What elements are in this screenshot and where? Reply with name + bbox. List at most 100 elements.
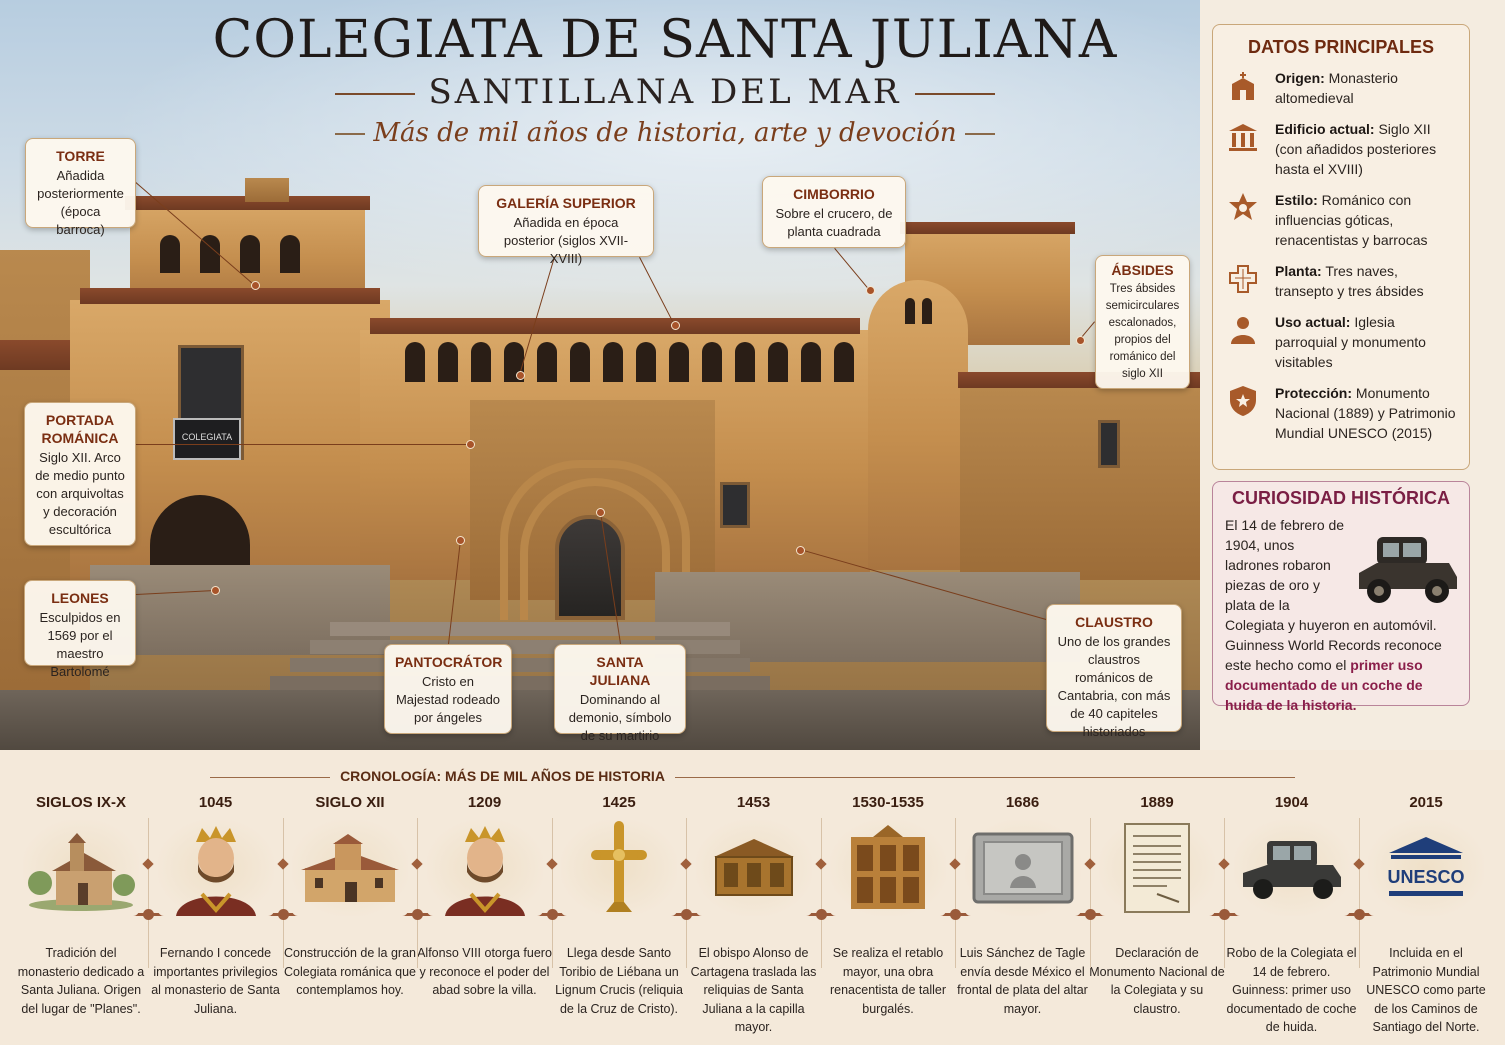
title-block: COLEGIATA DE SANTA JULIANA SANTILLANA DE… — [0, 10, 1200, 148]
timeline-year: SIGLO XII — [315, 794, 385, 811]
timeline-year: 1889 — [1140, 794, 1174, 811]
apse-window — [1098, 420, 1120, 468]
timeline-description: Tradición del monasterio dedicado a Sant… — [17, 946, 145, 1016]
callout-text: Añadida en época posterior (siglos XVII-… — [503, 215, 629, 266]
side-window — [720, 482, 750, 528]
dato-item: Protección: Monumento Nacional (1889) y … — [1225, 383, 1457, 443]
callout-text: Añadida posteriormente (época barroca) — [37, 168, 124, 237]
divider — [210, 776, 331, 778]
dato-label: Edificio actual: — [1275, 121, 1375, 137]
timeline-node — [412, 909, 424, 920]
tower-opening — [280, 235, 300, 273]
callout-text: Uno de los grandes claustros románicos d… — [1057, 634, 1171, 739]
timeline-year: 1686 — [1005, 794, 1040, 811]
dato-value: Monasterio altomedieval — [1275, 70, 1398, 106]
gallery-arch — [405, 342, 425, 382]
timeline-year: 1453 — [736, 794, 771, 811]
church-illustration — [292, 820, 408, 916]
document-icon — [1099, 820, 1215, 916]
timeline-description: El obispo Alonso de Cartagena traslada l… — [690, 946, 817, 1034]
timeline-heading: CRONOLOGÍA: MÁS DE MIL AÑOS DE HISTORIA — [0, 768, 1505, 784]
svg-text:UNESCO: UNESCO — [1387, 867, 1464, 887]
dato-item: Estilo: Románico con influencias góticas… — [1225, 190, 1457, 250]
timeline-description: Construcción de la gran Colegiata románi… — [283, 946, 417, 997]
round-tower-window — [922, 298, 932, 324]
callout-portada: PORTADA ROMÁNICA Siglo XII. Arco de medi… — [24, 402, 136, 546]
gallery-arch — [570, 342, 590, 382]
timeline: CRONOLOGÍA: MÁS DE MIL AÑOS DE HISTORIA … — [0, 750, 1505, 1045]
callout-title: TORRE — [56, 148, 105, 164]
dato-label: Planta: — [1275, 263, 1322, 279]
curiosidad-highlight: primer uso documentado de un coche de hu… — [1225, 657, 1423, 713]
timeline-item: 1453 El obispo Alonso de Cartagena trasla… — [686, 794, 822, 1037]
divider — [334, 93, 415, 95]
person-icon — [1225, 312, 1261, 348]
callout-text: Cristo en Majestad rodeado por ángeles — [395, 674, 501, 725]
dato-text: Edificio actual: Siglo XII (con añadidos… — [1275, 119, 1457, 179]
nave-roof — [370, 318, 860, 334]
dato-value: Monumento Nacional (1889) y Patrimonio M… — [1275, 385, 1456, 441]
timeline-node — [546, 909, 558, 920]
timeline-description: Robo de la Colegiata el 14 de febrero. G… — [1226, 946, 1357, 1034]
timeline-separator — [417, 818, 419, 968]
datos-principales-panel: DATOS PRINCIPALES Origen: Monasterio alt… — [1212, 24, 1470, 470]
timeline-node — [143, 909, 155, 920]
dato-value: Iglesia parroquial y monumento visitable… — [1275, 314, 1426, 370]
cross-icon — [561, 820, 677, 916]
apse-block — [960, 380, 1200, 580]
leader-dot — [466, 440, 475, 449]
callout-santa-juliana: SANTA JULIANA Dominando al demonio, símb… — [554, 644, 686, 743]
timeline-separator — [1089, 818, 1091, 968]
vintage-car-icon — [1359, 537, 1457, 603]
leader-dot — [796, 546, 805, 555]
columns-icon — [1225, 119, 1261, 155]
stair — [330, 622, 730, 636]
reliquary-icon — [695, 820, 812, 916]
timeline-year: 1209 — [467, 794, 502, 811]
timeline-node — [681, 909, 693, 920]
stair — [270, 676, 770, 690]
dato-text: Estilo: Románico con influencias góticas… — [1275, 190, 1457, 250]
timeline-node — [815, 909, 827, 920]
callout-claustro: CLAUSTRO Uno de los grandes claustros ro… — [1046, 604, 1182, 739]
dato-value: Tres naves, transepto y tres ábsides — [1275, 263, 1424, 299]
callout-pantocrator: PANTOCRÁTOR Cristo en Majestad rodeado p… — [384, 644, 512, 734]
timeline-heading-text: CRONOLOGÍA: MÁS DE MIL AÑOS DE HISTORIA — [340, 768, 665, 784]
gallery-arch — [438, 342, 458, 382]
divider — [674, 776, 1295, 778]
callout-title: PANTOCRÁTOR — [395, 654, 503, 670]
timeline-year: SIGLOS IX-X — [35, 794, 126, 811]
gallery-arch — [735, 342, 755, 382]
timeline-separator — [282, 818, 284, 968]
timeline-item: 1530-1535 Se realiza el retablo mayor, un… — [820, 794, 956, 1018]
callout-text: Tres ábsides semicirculares escalonados,… — [1105, 283, 1180, 380]
curiosidad-text: El 14 de febrero de 1904, unos ladrones … — [1225, 515, 1457, 715]
tagline-text: Más de mil años de historia, arte y devo… — [373, 118, 957, 148]
timeline-description: Se realiza el retablo mayor, una obra re… — [829, 946, 947, 1016]
dato-label: Uso actual: — [1275, 314, 1351, 330]
banner: COLEGIATA — [173, 418, 241, 460]
timeline-year: 1530-1535 — [852, 794, 924, 811]
shield-icon — [1225, 383, 1261, 419]
tower-belfry — [245, 178, 289, 202]
tagline: Más de mil años de historia, arte y devo… — [0, 118, 1200, 148]
leader-dot — [456, 536, 465, 545]
leader-dot — [671, 321, 680, 330]
callout-leones: LEONES Esculpidos en 1569 por el maestro… — [24, 580, 136, 679]
church-photo: COLEGIATA COLEGIATA DE SANTA JULIANA SAN… — [0, 0, 1200, 750]
gallery-arch — [636, 342, 656, 382]
chapel-icon — [1225, 68, 1261, 104]
king-portrait — [157, 820, 274, 916]
portal-archivolt — [520, 478, 670, 620]
callout-text: Dominando al demonio, símbolo de su mart… — [568, 692, 672, 743]
timeline-separator — [686, 818, 688, 968]
timeline-year: 2015 — [1409, 794, 1443, 811]
leader-dot — [251, 281, 260, 290]
tower-roof — [125, 196, 370, 210]
gallery-arch — [834, 342, 854, 382]
gallery-arch — [603, 342, 623, 382]
